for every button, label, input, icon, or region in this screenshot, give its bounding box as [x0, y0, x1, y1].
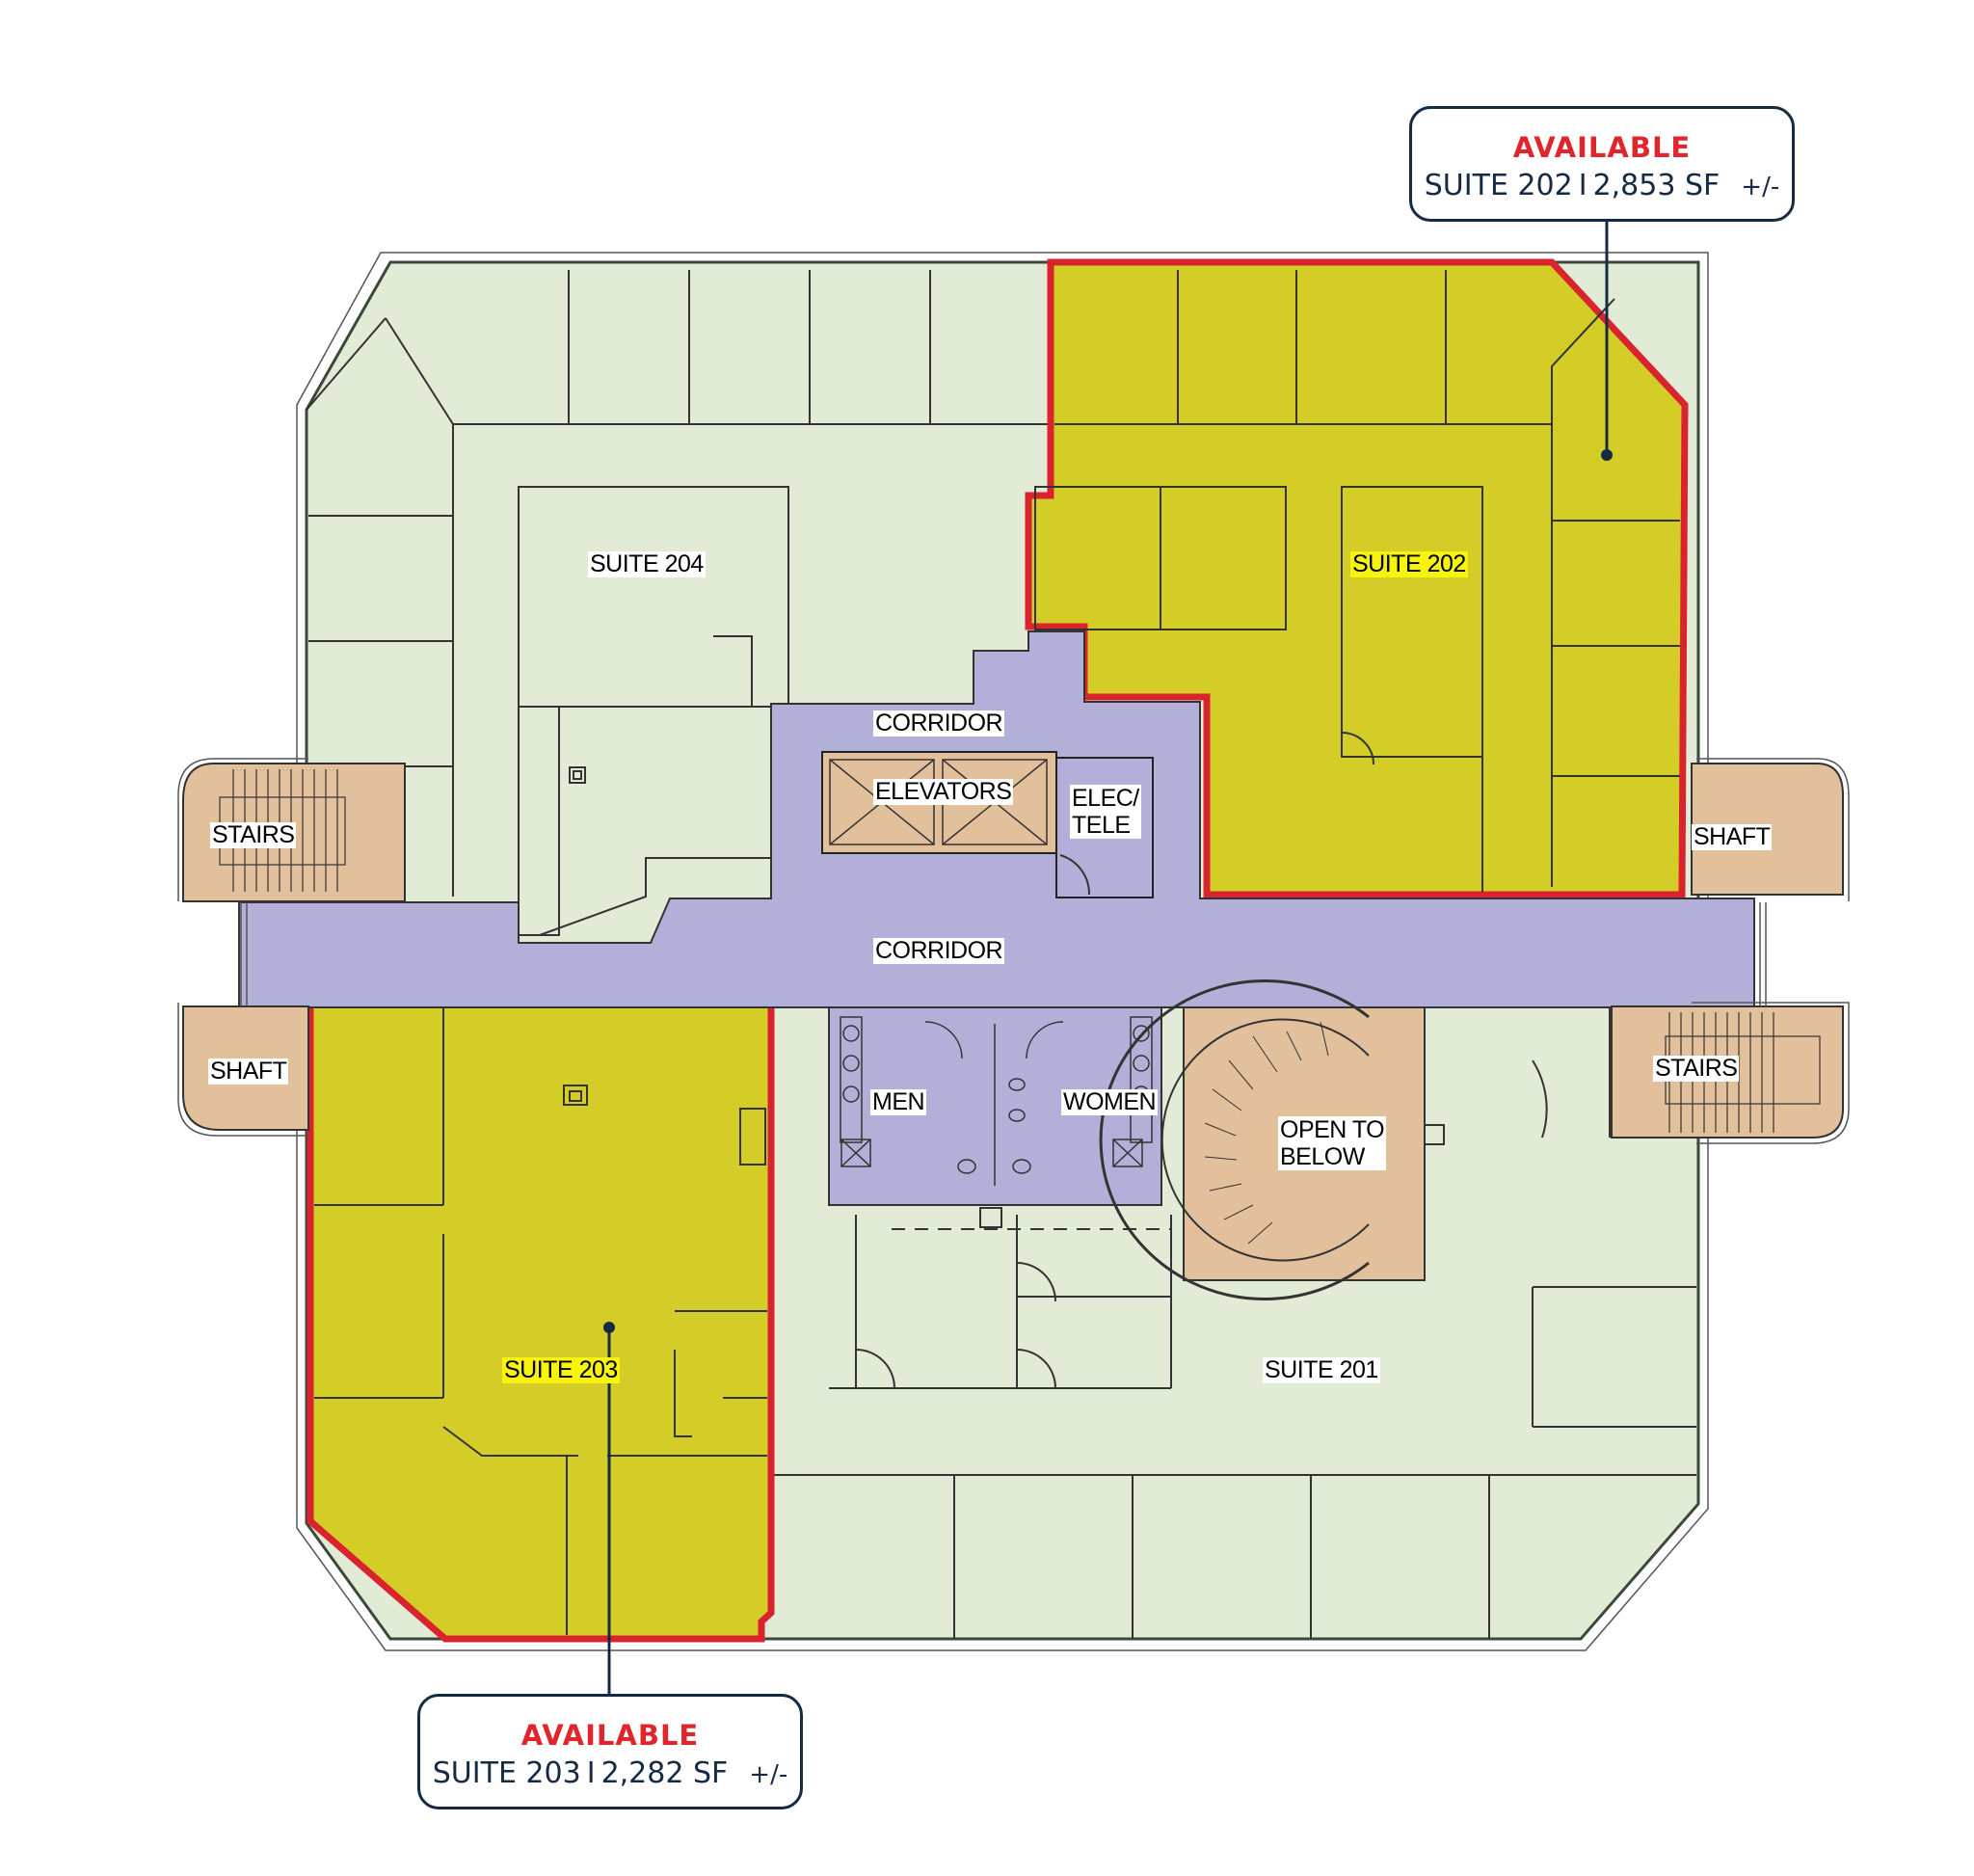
label-suite-204: SUITE 204 — [588, 550, 706, 577]
label-corridor-upper: CORRIDOR — [873, 710, 1005, 737]
availability-status: AVAILABLE — [520, 1719, 700, 1752]
label-open-to-below: OPEN TO BELOW — [1278, 1116, 1387, 1170]
area-tolerance: +/- — [1741, 173, 1780, 201]
label-elec-tele-line2: TELE — [1072, 812, 1131, 839]
label-elec-tele: ELEC/ TELE — [1070, 785, 1141, 839]
separator: I — [1578, 169, 1587, 202]
suite-area: 2,282 SF — [600, 1756, 729, 1790]
label-corridor-main: CORRIDOR — [873, 937, 1005, 964]
suite-201-walls — [771, 1002, 1696, 1639]
label-elec-tele-line1: ELEC/ — [1072, 785, 1139, 812]
suite-number: SUITE 203 — [432, 1756, 581, 1790]
label-stairs-west: STAIRS — [210, 821, 297, 848]
suite-202-walls — [1034, 270, 1680, 892]
area-tolerance: +/- — [749, 1760, 788, 1789]
callout-pin-202 — [1601, 449, 1613, 461]
label-suite-202: SUITE 202 — [1350, 550, 1468, 577]
callout-pin-203 — [603, 1322, 615, 1333]
label-suite-201: SUITE 201 — [1263, 1356, 1380, 1383]
suite-number: SUITE 202 — [1424, 169, 1573, 202]
suite-203-area — [307, 999, 775, 1643]
label-men: MEN — [870, 1088, 927, 1115]
label-open-to-below-line2: BELOW — [1280, 1143, 1365, 1170]
label-open-to-below-line1: OPEN TO — [1280, 1116, 1385, 1143]
label-shaft-west: SHAFT — [208, 1058, 289, 1085]
suite-203-walls — [314, 1006, 767, 1635]
suite-204-walls — [306, 270, 1051, 936]
suite-202-area — [1025, 258, 1689, 898]
separator: I — [586, 1756, 596, 1790]
availability-status: AVAILABLE — [1512, 131, 1692, 164]
label-women: WOMEN — [1061, 1088, 1159, 1115]
label-suite-203: SUITE 203 — [502, 1356, 620, 1383]
label-elevators: ELEVATORS — [873, 778, 1014, 805]
label-stairs-east: STAIRS — [1653, 1055, 1740, 1082]
suite-area: 2,853 SF — [1592, 169, 1721, 202]
label-shaft-east: SHAFT — [1692, 823, 1773, 850]
